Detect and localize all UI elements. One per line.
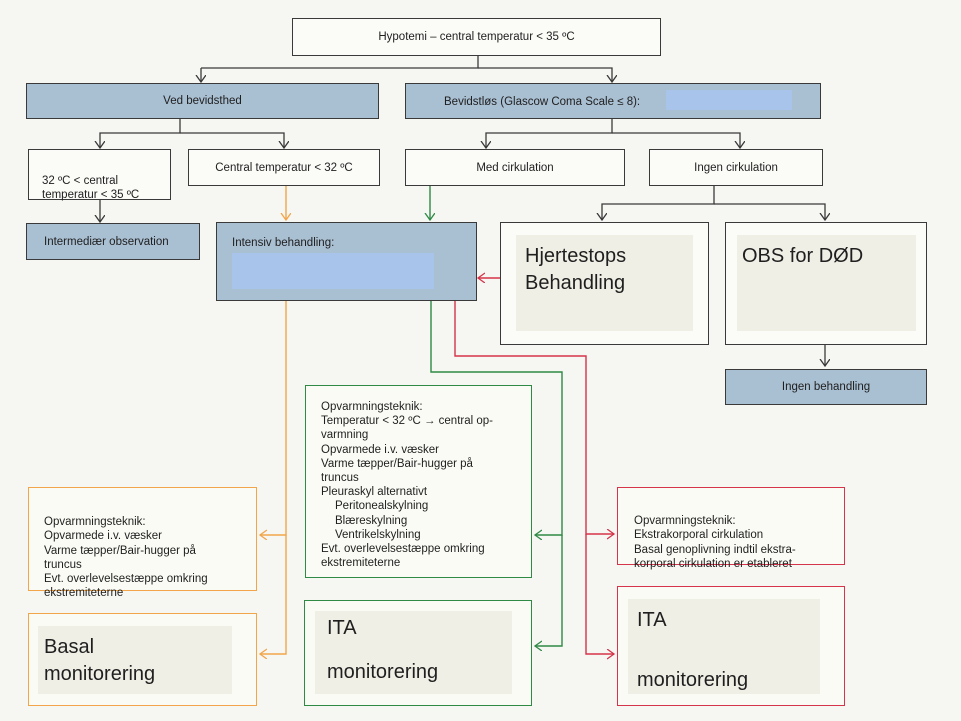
intensive-treatment-label: Intensiv behandling:: [232, 237, 335, 249]
warming-line: varmning: [321, 429, 369, 442]
root-label: Hypotemi – central temperatur < 35 ºC: [378, 31, 575, 43]
green-warming-box: Opvarmningsteknik: Temperatur < 32 ºC → …: [305, 385, 532, 578]
unconscious-label: Bevidstløs (Glascow Coma Scale ≤ 8):: [444, 96, 641, 108]
orange-warming-box: Opvarmningsteknik: Opvarmede i.v. væsker…: [28, 487, 257, 599]
intermediate-observation-label: Intermediær observation: [44, 236, 169, 248]
conscious-box: Ved bevidsthed: [26, 83, 379, 119]
no-circulation-box: Ingen cirkulation: [649, 149, 823, 186]
warming-line: Evt. overlevelsestæppe omkring: [321, 543, 485, 556]
warming-line: ekstremiteterne: [321, 557, 401, 570]
obs-death-box: OBS for DØD: [725, 222, 927, 345]
unconscious-box: Bevidstløs (Glascow Coma Scale ≤ 8):: [405, 83, 821, 119]
low-temp-box: Central temperatur < 32 ºC: [188, 149, 380, 186]
warming-line: truncus: [321, 472, 359, 485]
with-circulation-label: Med cirkulation: [476, 161, 554, 174]
cardiac-arrest-label: Hjertestops Behandling: [525, 245, 627, 294]
warming-line: Opvarmningsteknik:: [321, 401, 423, 413]
mild-temp-label: 32 ºC < central temperatur < 35 ºC: [42, 175, 140, 201]
redacted-area: [232, 253, 434, 289]
conscious-label: Ved bevidsthed: [163, 95, 242, 107]
ita-monitoring-green-box: ITA monitorering: [304, 600, 532, 706]
mild-temp-box: 32 ºC < central temperatur < 35 ºC: [28, 149, 171, 201]
warming-line: Peritonealskylning: [335, 500, 429, 513]
warming-line: Varme tæpper/Bair-hugger på: [321, 457, 473, 470]
basal-monitoring-label: Basal monitorering: [44, 636, 156, 685]
no-treatment-box: Ingen behandling: [725, 369, 927, 405]
warming-line: Blæreskylning: [335, 514, 408, 527]
with-circulation-box: Med cirkulation: [405, 149, 625, 186]
no-circulation-label: Ingen cirkulation: [694, 161, 778, 174]
obs-death-label: OBS for DØD: [742, 245, 864, 267]
root-box: Hypotemi – central temperatur < 35 ºC: [292, 18, 661, 56]
red-warming-box: Opvarmningsteknik: Ekstrakorporal cirkul…: [617, 487, 845, 570]
low-temp-label: Central temperatur < 32 ºC: [215, 161, 353, 174]
ita-monitoring-red-label: ITA monitorering: [637, 609, 749, 691]
warming-line: Ventrikelskylning: [335, 528, 421, 541]
basal-monitoring-box: Basal monitorering: [28, 613, 257, 706]
warming-line: Temperatur < 32 ºC → central op-: [321, 415, 493, 428]
orange-warming-label: Opvarmningsteknik: Opvarmede i.v. væsker…: [44, 516, 208, 600]
no-treatment-label: Ingen behandling: [781, 381, 871, 393]
intermediate-observation-box: Intermediær observation: [26, 223, 200, 260]
red-warming-label: Opvarmningsteknik: Ekstrakorporal cirkul…: [634, 515, 796, 570]
redacted-area: [666, 90, 792, 110]
warming-line: Opvarmede i.v. væsker: [321, 443, 440, 456]
ita-monitoring-red-box: ITA monitorering: [617, 586, 845, 706]
warming-line: Pleuraskyl alternativt: [321, 486, 428, 499]
ita-monitoring-green-label: ITA monitorering: [327, 617, 439, 683]
intensive-treatment-box: Intensiv behandling:: [216, 222, 477, 301]
cardiac-arrest-box: Hjertestops Behandling: [500, 222, 709, 345]
